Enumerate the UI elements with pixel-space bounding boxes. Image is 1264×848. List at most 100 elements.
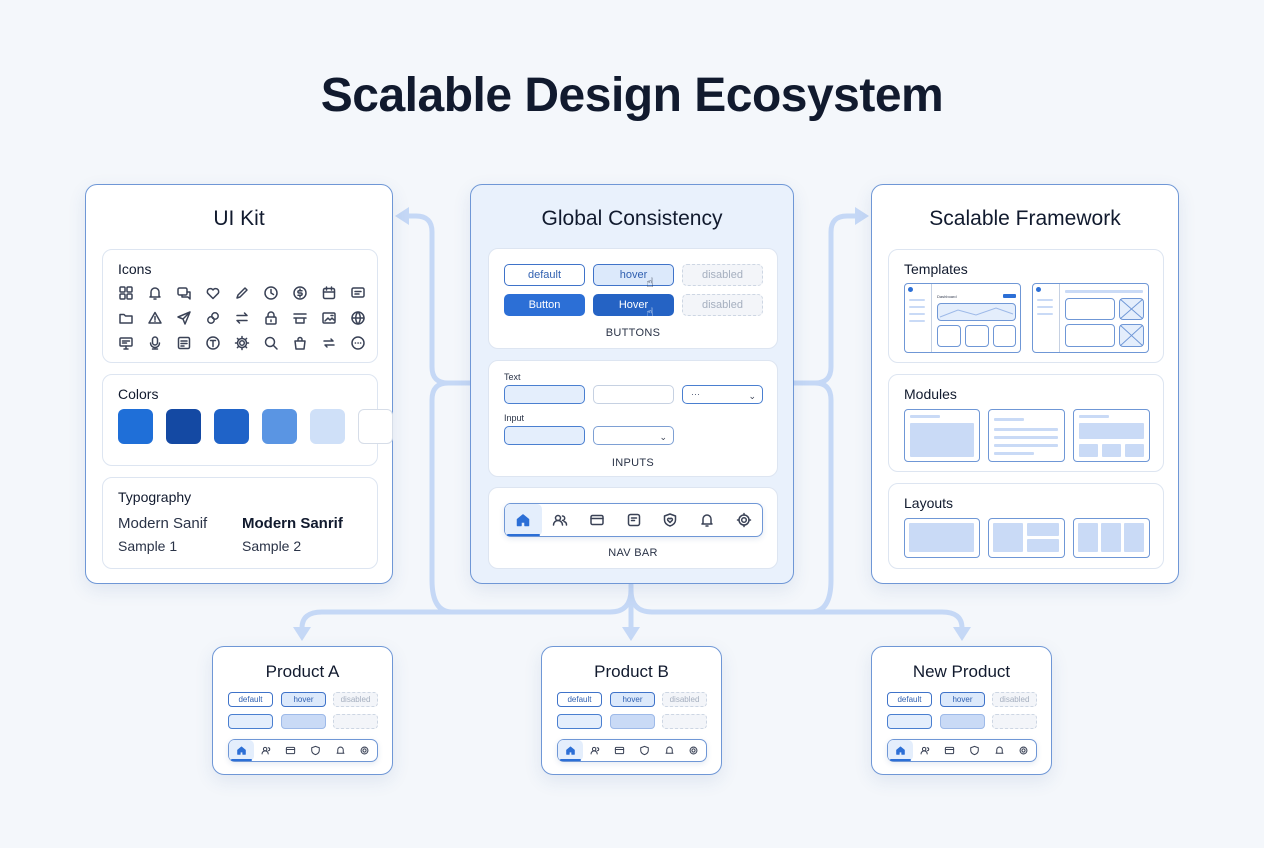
globe-icon	[349, 309, 367, 327]
nav-users[interactable]	[583, 740, 608, 761]
input-field-active[interactable]	[504, 426, 585, 445]
inputs-card: Text ··· ⌄ Input ⌄ INPUTS	[488, 360, 778, 477]
select-input-small[interactable]: ⌄	[593, 426, 674, 445]
input-field[interactable]	[557, 714, 602, 729]
text-input[interactable]	[593, 385, 674, 404]
nav-bell[interactable]	[657, 740, 682, 761]
gear-icon	[689, 746, 698, 755]
module-card-mixed	[1073, 409, 1150, 462]
home-icon	[517, 514, 530, 527]
typography-title: Typography	[118, 489, 192, 505]
select-input[interactable]: ··· ⌄	[682, 385, 763, 404]
nav-home[interactable]	[888, 740, 913, 761]
sidebar-line	[1037, 306, 1053, 308]
users-icon	[552, 514, 568, 526]
default-button[interactable]: default	[557, 692, 602, 707]
card-icon	[286, 746, 296, 755]
heart-shield-icon	[640, 745, 649, 756]
module-image	[910, 423, 974, 457]
nav-home[interactable]	[229, 740, 254, 761]
ui-kit-panel: UI Kit Icons	[85, 184, 393, 584]
product-title: New Product	[912, 662, 1011, 681]
disabled-input	[333, 714, 378, 729]
sidebar-line	[1037, 299, 1053, 301]
send-icon	[175, 309, 193, 327]
nav-card[interactable]	[937, 740, 962, 761]
module-image	[1079, 423, 1144, 439]
nav-card[interactable]	[578, 504, 615, 536]
product-title: Product A	[265, 662, 340, 681]
nav-settings[interactable]	[681, 740, 706, 761]
primary-disabled-button: disabled	[682, 294, 763, 316]
icons-title: Icons	[118, 261, 152, 277]
hover-input[interactable]	[610, 714, 655, 729]
nav-card[interactable]	[607, 740, 632, 761]
ui-kit-title: UI Kit	[213, 207, 265, 230]
select-value: ···	[691, 389, 700, 399]
hover-input[interactable]	[281, 714, 326, 729]
templates-title: Templates	[904, 261, 968, 277]
nav-shield[interactable]	[632, 740, 657, 761]
nav-settings[interactable]	[352, 740, 377, 761]
nav-home[interactable]	[505, 504, 542, 536]
chevron-down-icon: ⌄	[659, 432, 667, 442]
nav-home[interactable]	[558, 740, 583, 761]
bell-icon	[336, 746, 344, 754]
primary-button[interactable]: Button	[504, 294, 585, 316]
monitor-icon	[117, 334, 135, 352]
typography-card: Typography Modern Sanif Sample 1 Modern …	[102, 477, 378, 569]
swatch-primary	[118, 409, 153, 444]
hover-input[interactable]	[940, 714, 985, 729]
warning-icon	[146, 309, 164, 327]
new-product-panel: New Product default hover disabled	[871, 646, 1052, 775]
nav-shield[interactable]	[303, 740, 328, 761]
home-icon	[237, 746, 246, 755]
nav-settings[interactable]	[1011, 740, 1036, 761]
nav-bell[interactable]	[328, 740, 353, 761]
nav-bell[interactable]	[689, 504, 726, 536]
template-header: Dashboard	[937, 294, 957, 299]
chat-icon	[175, 284, 193, 302]
input-field[interactable]	[887, 714, 932, 729]
template-dashboard: Dashboard	[904, 283, 1021, 353]
nav-shield[interactable]	[652, 504, 689, 536]
nav-users[interactable]	[542, 504, 579, 536]
nav-settings[interactable]	[725, 504, 762, 536]
stack-icon	[291, 309, 309, 327]
layout-block	[1027, 539, 1059, 552]
swatch-dark	[166, 409, 201, 444]
nav-users[interactable]	[913, 740, 938, 761]
hover-button[interactable]: hover	[281, 692, 326, 707]
text-input-active[interactable]	[504, 385, 585, 404]
input-field[interactable]	[228, 714, 273, 729]
nav-card[interactable]	[278, 740, 303, 761]
default-button[interactable]: default	[504, 264, 585, 286]
layout-columns	[1073, 518, 1150, 558]
default-button[interactable]: default	[887, 692, 932, 707]
nav-shield[interactable]	[962, 740, 987, 761]
nav-bell[interactable]	[987, 740, 1012, 761]
template-divider	[931, 284, 932, 352]
default-button[interactable]: default	[228, 692, 273, 707]
repeat-icon	[320, 334, 338, 352]
scalable-framework-panel: Scalable Framework Templates Dashboard	[871, 184, 1179, 584]
primary-hover-button[interactable]: Hover	[593, 294, 674, 316]
layout-block	[1124, 523, 1144, 552]
module-line	[994, 428, 1058, 431]
content-block	[1065, 324, 1115, 347]
hover-button[interactable]: hover	[593, 264, 674, 286]
module-line	[994, 436, 1058, 439]
nav-users[interactable]	[254, 740, 279, 761]
buttons-caption: BUTTONS	[605, 327, 661, 339]
modules-title: Modules	[904, 386, 957, 402]
chat-icon	[627, 513, 640, 527]
hover-button[interactable]: hover	[940, 692, 985, 707]
hover-button[interactable]: hover	[610, 692, 655, 707]
layout-block	[1101, 523, 1121, 552]
layout-block	[993, 523, 1023, 552]
bell-icon	[995, 746, 1003, 754]
nav-chat[interactable]	[615, 504, 652, 536]
swatch-light	[262, 409, 297, 444]
home-icon	[566, 746, 575, 755]
input-label: Input	[504, 413, 525, 423]
